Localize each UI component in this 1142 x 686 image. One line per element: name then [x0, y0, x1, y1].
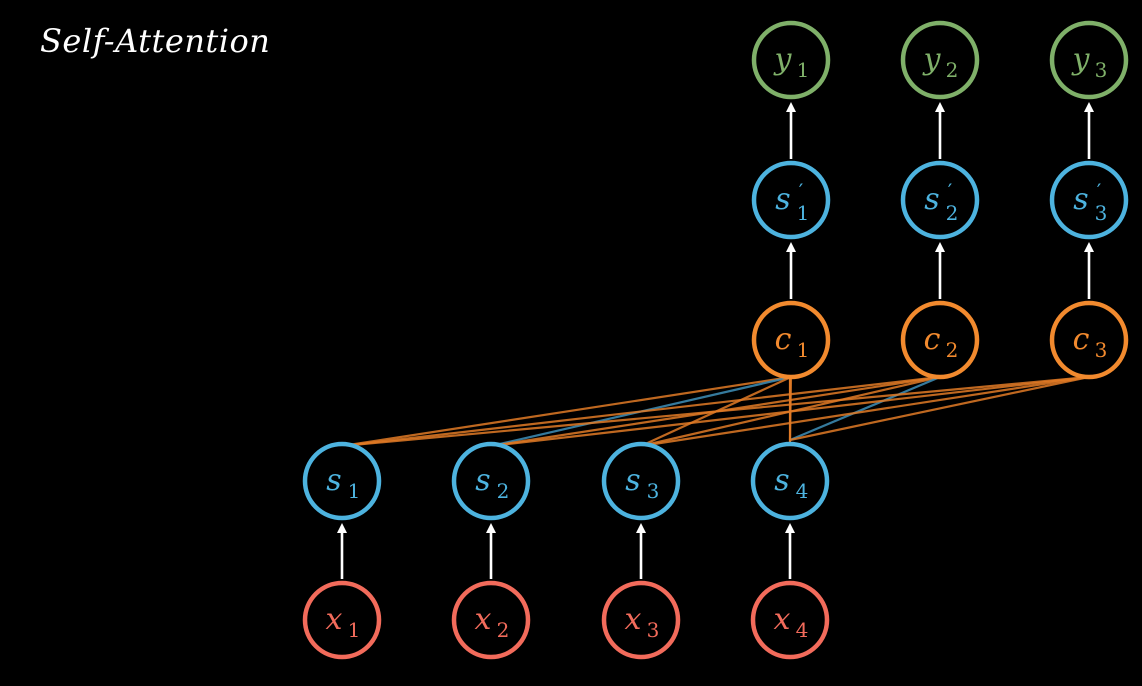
decoder-state-node-symbol: s	[775, 182, 790, 217]
output-node-subscript: 1	[797, 58, 810, 82]
context-node-subscript: 2	[946, 338, 959, 362]
output-node-circle	[900, 20, 980, 100]
output-node-symbol: y	[922, 42, 942, 77]
encoder-state-node-subscript: 2	[497, 479, 510, 503]
decoder-state-node: s ′2	[900, 160, 980, 240]
decoder-state-node-circle	[1049, 160, 1129, 240]
attention-edge-c3-s1	[341, 375, 1090, 448]
encoder-state-node-circle	[750, 441, 830, 521]
encoder-state-node-subscript: 1	[348, 479, 361, 503]
context-node-subscript: 1	[797, 338, 810, 362]
decoder-state-node-symbol: s	[1073, 182, 1088, 217]
encoder-state-node-circle	[601, 441, 681, 521]
context-node-symbol: c	[1073, 322, 1090, 357]
input-node-subscript: 2	[497, 618, 510, 642]
encoder-state-node-symbol: s	[326, 463, 341, 498]
context-node-circle	[751, 300, 831, 380]
input-node-circle	[750, 580, 830, 660]
attention-edge-c1-s1	[341, 375, 792, 448]
context-node-symbol: c	[924, 322, 941, 357]
encoder-state-node-subscript: 4	[796, 479, 809, 503]
diagram-title: Self-Attention	[40, 22, 271, 60]
context-node-subscript: 3	[1095, 338, 1108, 362]
attention-edges	[341, 375, 1090, 448]
input-node-symbol: x	[774, 602, 791, 637]
encoder-state-node-symbol: s	[625, 463, 640, 498]
attention-edge-c2-s4	[789, 375, 941, 442]
input-node-circle	[451, 580, 531, 660]
output-node-symbol: y	[1071, 42, 1091, 77]
input-node-symbol: x	[326, 602, 343, 637]
decoder-state-node-prime: ′	[799, 179, 804, 203]
attention-edge-c2-s1	[341, 375, 941, 448]
decoder-state-node-subscript: 3	[1095, 201, 1108, 225]
context-node-symbol: c	[775, 322, 792, 357]
encoder-state-node-circle	[451, 441, 531, 521]
decoder-state-node-prime: ′	[1097, 179, 1102, 203]
input-node-circle	[601, 580, 681, 660]
decoder-state-node: s ′3	[1049, 160, 1129, 240]
input-node-subscript: 3	[647, 618, 660, 642]
attention-edge-c3-s3	[640, 375, 1090, 448]
decoder-state-node-subscript: 2	[946, 201, 959, 225]
output-node-circle	[1049, 20, 1129, 100]
input-node-symbol: x	[625, 602, 642, 637]
input-node-circle	[302, 580, 382, 660]
decoder-state-node-circle	[900, 160, 980, 240]
attention-edge-c3-s4	[789, 375, 1090, 442]
decoder-state-node: s ′1	[751, 160, 831, 240]
decoder-state-node-circle	[751, 160, 831, 240]
output-node-subscript: 2	[946, 58, 959, 82]
arrows	[337, 102, 1094, 579]
encoder-state-node-symbol: s	[774, 463, 789, 498]
input-node-subscript: 4	[796, 618, 809, 642]
encoder-state-node-circle	[302, 441, 382, 521]
encoder-state-node-symbol: s	[475, 463, 490, 498]
output-node-subscript: 3	[1095, 58, 1108, 82]
context-node-circle	[900, 300, 980, 380]
decoder-state-node-subscript: 1	[797, 201, 810, 225]
output-node-circle	[751, 20, 831, 100]
decoder-state-node-prime: ′	[948, 179, 953, 203]
encoder-state-node-subscript: 3	[647, 479, 660, 503]
input-node-symbol: x	[475, 602, 492, 637]
context-node-circle	[1049, 300, 1129, 380]
input-node-subscript: 1	[348, 618, 361, 642]
output-node-symbol: y	[773, 42, 793, 77]
decoder-state-node-symbol: s	[924, 182, 939, 217]
